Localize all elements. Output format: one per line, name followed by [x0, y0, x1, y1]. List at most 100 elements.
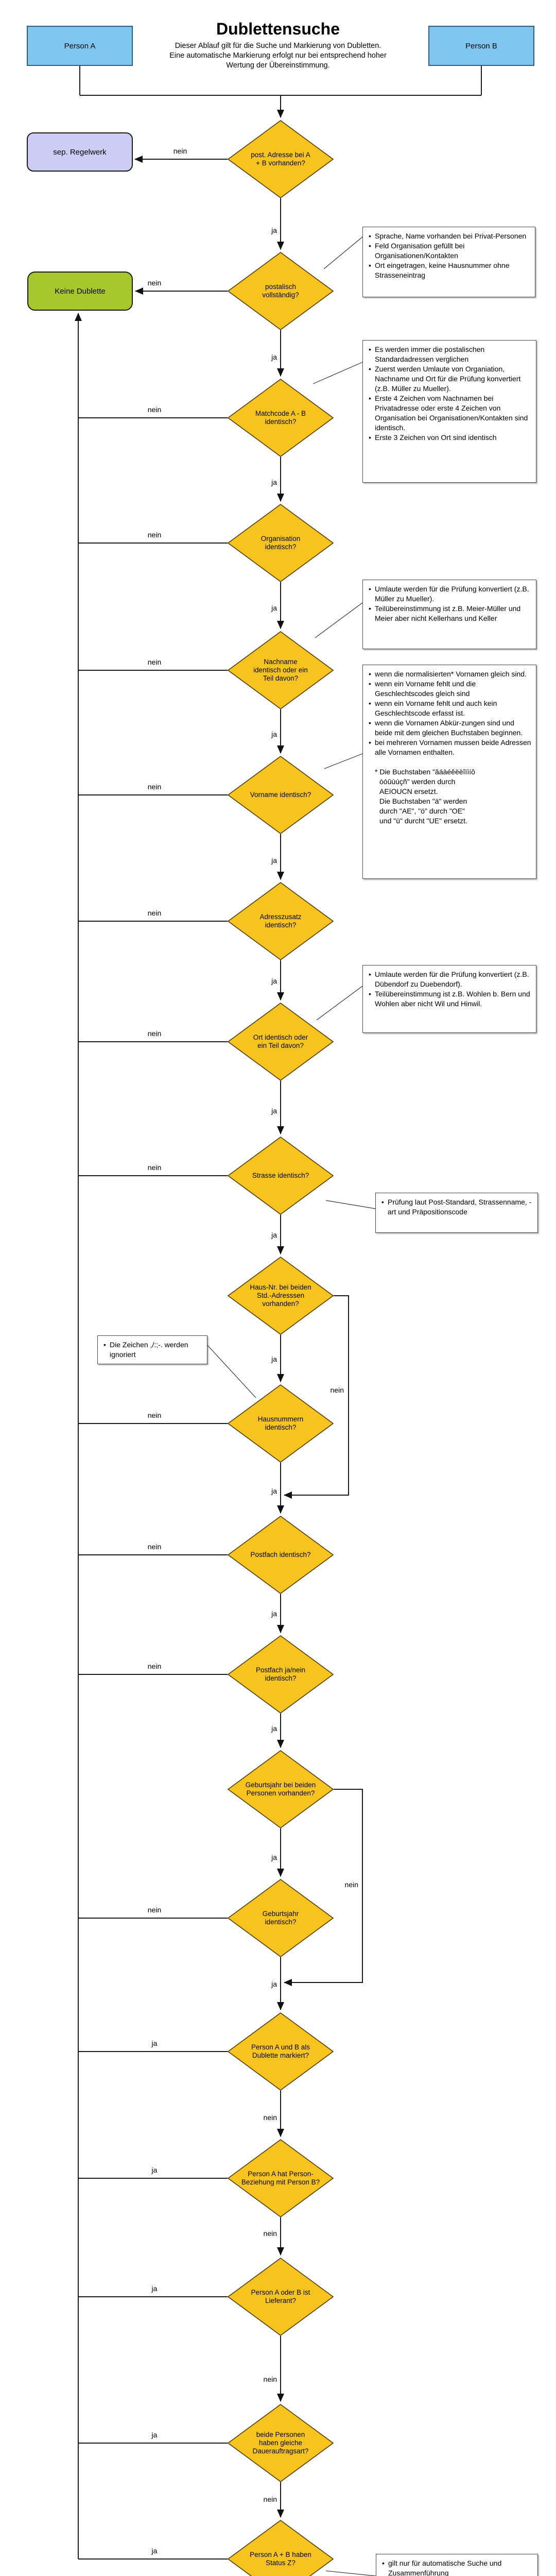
decision-postfach-janein: Postfach ja/nein identisch?: [228, 1635, 334, 1714]
diamond-shape: [228, 1635, 334, 1714]
edge-label-ja: ja: [271, 1355, 277, 1363]
page-subtitle: Dieser Ablauf gilt für die Suche und Mar…: [169, 42, 387, 70]
edge-label-nein: nein: [173, 147, 187, 155]
decision-label: Strasse identisch?: [252, 1172, 309, 1179]
decision-adresszusatz: Adresszusatz identisch?: [228, 882, 334, 960]
note-hausnummer-zeichen: Die Zeichen ,/:;-. werden ignoriert: [97, 1335, 207, 1364]
edge-label-nein: nein: [147, 1543, 162, 1551]
note-ort: Umlaute werden für die Prüfung konvertie…: [362, 965, 536, 1033]
note-bullet: bei mehreren Vornamen mussen beide Adres…: [367, 738, 532, 757]
note-bullet: wenn die Vornamen Abkür-zungen sind und …: [367, 718, 532, 738]
decision-label: Hausnummern identisch?: [257, 1415, 304, 1431]
edge-label-ja: ja: [271, 1853, 277, 1861]
edge-label-ja: ja: [271, 1487, 277, 1495]
note-bullet: Zuerst werden Umlaute von Organiation, N…: [367, 364, 532, 394]
edge-label-nein: nein: [147, 1411, 162, 1419]
note-list: Es werden immer die postalischen Standar…: [367, 345, 532, 443]
edge-label-ja: ja: [271, 1609, 277, 1618]
note-bullet: wenn ein Vorname fehlt und auch kein Ges…: [367, 699, 532, 718]
edge-label-nein: nein: [147, 531, 162, 539]
edge-label-ja: ja: [271, 977, 277, 985]
edge-label-ja: ja: [151, 2547, 158, 2555]
decision-vorname: Vorname identisch?: [228, 756, 334, 834]
edge-label-ja: ja: [271, 856, 277, 865]
decision-geburtsjahr-vorhanden: Geburtsjahr bei beiden Personen vorhande…: [228, 1750, 334, 1828]
note-strasse: Prüfung laut Post-Standard, Strassenname…: [375, 1193, 538, 1233]
decision-als-dublette-markiert: Person A und B als Dublette markiert?: [228, 2012, 334, 2091]
decision-label: postalisch vollständig?: [262, 283, 299, 299]
edge-label-ja: ja: [271, 730, 277, 738]
note-footnote: * Die Buchstaben "âáàéêëèîïìíô òóûùúçñ" …: [375, 768, 475, 825]
decision-hausnr-vorhanden: Haus-Nr. bei beiden Std.-Adresssen vorha…: [228, 1257, 334, 1335]
decision-label: Geburtsjahr identisch?: [262, 1910, 299, 1926]
edge-label-nein: nein: [263, 2375, 277, 2383]
diamond-shape: [228, 379, 334, 457]
note-bullet: Die Zeichen ,/:;-. werden ignoriert: [102, 1340, 203, 1360]
note-bullet: Teilübereinstimmung ist z.B. Meier-Mülle…: [367, 604, 532, 623]
edge-label-nein: nein: [147, 1662, 162, 1670]
edge-label-ja: ja: [271, 1980, 277, 1988]
edge-label-ja: ja: [271, 353, 277, 361]
note-list: Sprache, Name vorhanden bei Privat-Perso…: [367, 231, 531, 280]
note-bullet: Teilübereinstimmung ist z.B. Wohlen b. B…: [367, 989, 532, 1009]
decision-label: Vorname identisch?: [250, 791, 311, 799]
diamond-shape: [228, 504, 334, 582]
note-bullet: Erste 4 Zeichen vom Nachnamen bei Privat…: [367, 394, 532, 433]
decision-postfach: Postfach identisch?: [228, 1516, 334, 1594]
note-bullet: Sprache, Name vorhanden bei Privat-Perso…: [367, 231, 531, 241]
edge-label-nein: nein: [147, 405, 162, 414]
decision-postalisch-vollstaendig: postalisch vollständig?: [228, 252, 334, 330]
edge-label-ja: ja: [271, 478, 277, 486]
note-bullet: gilt nur für automatische Suche und Zusa…: [380, 2558, 533, 2576]
decision-label: Haus-Nr. bei beiden Std.-Adresssen vorha…: [250, 1283, 311, 1308]
note-bullet: Feld Organisation gefüllt bei Organisati…: [367, 241, 531, 261]
diamond-shape: [228, 1516, 334, 1594]
note-bullet: Erste 3 Zeichen von Ort sind identisch: [367, 433, 532, 443]
edge-label-ja: ja: [271, 226, 277, 234]
note-bullet: wenn ein Vorname fehlt und die Geschlech…: [367, 679, 532, 699]
edge-label-nein: nein: [147, 658, 162, 666]
decision-dauerauftragsart: beide Personen haben gleiche Dauerauftra…: [228, 2404, 334, 2482]
decision-label: Adresszusatz identisch?: [259, 913, 302, 929]
note-list: Die Zeichen ,/:;-. werden ignoriert: [102, 1340, 203, 1360]
decision-label: Postfach ja/nein identisch?: [255, 1666, 306, 1682]
decision-label: post. Adresse bei A + B vorhanden?: [251, 151, 310, 167]
decision-label: Person A hat Person-Beziehung mit Person…: [241, 2170, 320, 2186]
diamond-shape: [228, 2012, 334, 2091]
decision-label: Nachname identisch oder ein Teil davon?: [253, 658, 308, 682]
decision-post-adresse-vorhanden: post. Adresse bei A + B vorhanden?: [228, 120, 334, 198]
diamond-shape: [228, 2258, 334, 2336]
edge-label-nein: nein: [147, 279, 162, 287]
edge-label-ja: ja: [271, 1107, 277, 1115]
diamond-shape: [228, 1003, 334, 1081]
diamond-shape: [228, 1257, 334, 1335]
diamond-shape: [228, 1750, 334, 1828]
diamond-shape: [228, 2404, 334, 2482]
edge-label-nein: nein: [147, 909, 162, 917]
note-nachname: Umlaute werden für die Prüfung konvertie…: [362, 580, 536, 649]
decision-label: Geburtsjahr bei beiden Personen vorhande…: [245, 1781, 316, 1797]
note-bullet: Umlaute werden für die Prüfung konvertie…: [367, 970, 532, 989]
decision-geburtsjahr-identisch: Geburtsjahr identisch?: [228, 1879, 334, 1957]
note-list: Umlaute werden für die Prüfung konvertie…: [367, 584, 532, 623]
decision-hausnummern: Hausnummern identisch?: [228, 1384, 334, 1463]
decision-ort: Ort identisch oder ein Teil davon?: [228, 1003, 334, 1081]
edge-label-nein: nein: [147, 783, 162, 791]
decision-label: Postfach identisch?: [250, 1551, 311, 1558]
note-bullet: Prüfung laut Post-Standard, Strassenname…: [380, 1197, 533, 1217]
decision-label: Person A oder B ist Lieferant?: [251, 2289, 310, 2304]
diamond-shape: [228, 2139, 334, 2217]
edge-label-ja: ja: [271, 1724, 277, 1733]
edge-label-ja: ja: [151, 2166, 158, 2174]
page-title: Dublettensuche: [216, 20, 340, 38]
node-keine-dublette: Keine Dublette: [27, 272, 133, 311]
decision-status-z: Person A + B haben Status Z?: [228, 2520, 334, 2576]
decision-label: beide Personen haben gleiche Dauerauftra…: [252, 2431, 309, 2455]
note-bullet: Ort eingetragen, keine Hausnummer ohne S…: [367, 261, 531, 280]
note-bullet: wenn die normalisierten* Vornamen gleich…: [367, 669, 532, 679]
decision-label: Ort identisch oder ein Teil davon?: [253, 1033, 308, 1049]
decision-lieferant: Person A oder B ist Lieferant?: [228, 2258, 334, 2336]
edge-label-ja: ja: [151, 2284, 158, 2293]
